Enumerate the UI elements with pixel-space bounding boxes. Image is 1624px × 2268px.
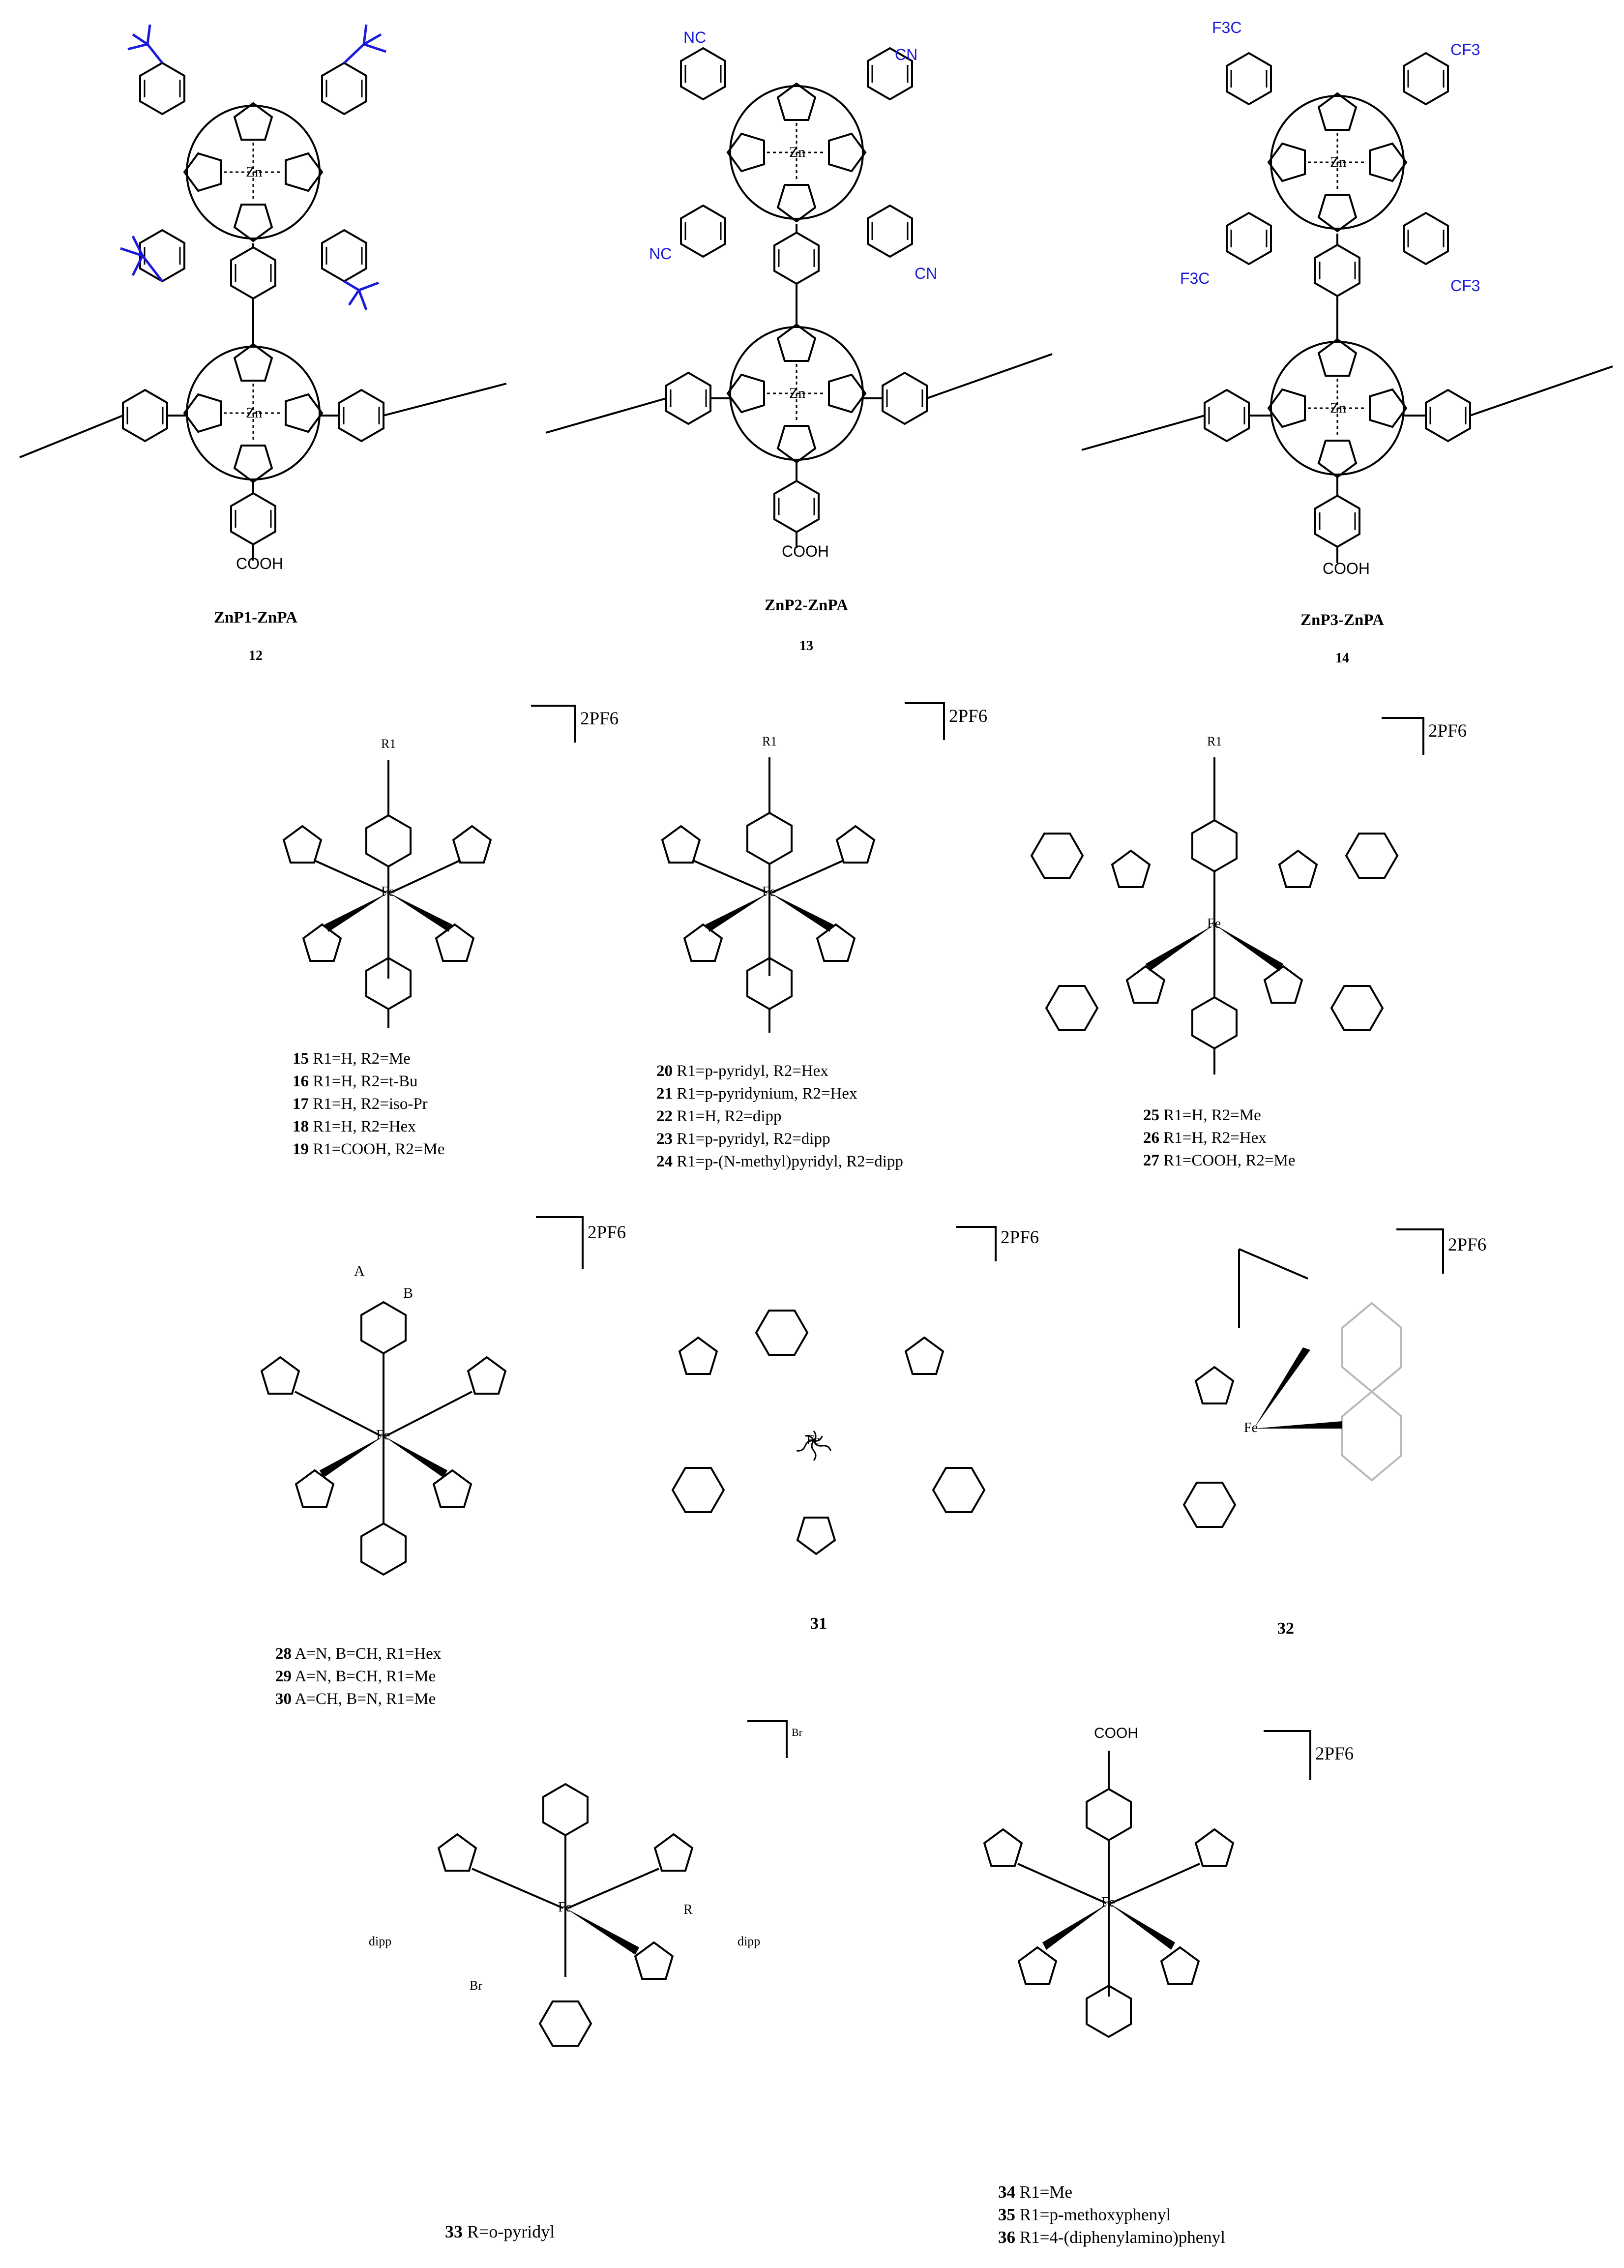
legend-row: 24 R1=p-(N-methyl)pyridyl, R2=dipp <box>656 1153 903 1170</box>
legend-34-36: 34 R1=Me 35 R1=p-methoxyphenyl 36 R1=4-(… <box>998 2181 1225 2249</box>
legend-row: 29 A=N, B=CH, R1=Me <box>275 1668 436 1685</box>
fe-label-33: Fe <box>558 1900 572 1915</box>
porphyrin-dyad-12 <box>19 24 507 561</box>
counterion-28: 2PF6 <box>588 1223 626 1243</box>
cooh-label-34: COOH <box>1094 1725 1138 1741</box>
zn-label-12a: Zn <box>246 164 263 180</box>
zn-label-14b: Zn <box>1330 400 1347 416</box>
legend-row: 33 R=o-pyridyl <box>445 2222 555 2241</box>
legend-row: 30 A=CH, B=N, R1=Me <box>275 1690 436 1708</box>
fe-label-32: Fe <box>1244 1420 1258 1435</box>
b-label-28: B <box>403 1285 413 1301</box>
legend-row: 26 R1=H, R2=Hex <box>1143 1129 1267 1147</box>
compound-name-12: ZnP1-ZnPA <box>214 609 297 627</box>
fe-label-15: Fe <box>381 884 395 899</box>
legend-row: 21 R1=p-pyridynium, R2=Hex <box>656 1085 857 1103</box>
r1-label-25: R1 <box>1207 734 1222 748</box>
cf3-label-14c: F3C <box>1180 269 1210 287</box>
legend-row: 25 R1=H, R2=Me <box>1143 1106 1261 1124</box>
counterion-31: 2PF6 <box>1001 1227 1039 1248</box>
legend-28-30: 28 A=N, B=CH, R1=Hex 29 A=N, B=CH, R1=Me… <box>275 1642 441 1710</box>
compound-number-12: 12 <box>249 648 263 663</box>
compound-number-14: 14 <box>1335 651 1349 666</box>
legend-row: 34 R1=Me <box>998 2182 1072 2202</box>
counterion-20: 2PF6 <box>949 706 988 726</box>
fe-label-25: Fe <box>1207 916 1221 931</box>
zn-label-14a: Zn <box>1330 154 1347 170</box>
a-label-28: A <box>354 1263 365 1279</box>
counterion-33: Br <box>792 1726 802 1738</box>
cf3-label-14d: CF3 <box>1450 277 1480 295</box>
legend-row: 20 R1=p-pyridyl, R2=Hex <box>656 1062 828 1080</box>
cn-label-13a: NC <box>683 29 707 46</box>
iron-complex-25-27 <box>1031 757 1398 1074</box>
iron-complex-20-24 <box>661 757 875 1033</box>
counterion-15: 2PF6 <box>580 709 619 729</box>
zn-label-13b: Zn <box>789 385 806 401</box>
cn-label-13c: NC <box>649 245 672 263</box>
zn-label-12b: Zn <box>246 405 263 421</box>
legend-row: 22 R1=H, R2=dipp <box>656 1107 782 1125</box>
cooh-label-13: COOH <box>782 542 829 560</box>
legend-row: 28 A=N, B=CH, R1=Hex <box>275 1645 442 1663</box>
legend-row: 35 R1=p-methoxyphenyl <box>998 2205 1171 2224</box>
br-label-33: Br <box>470 1978 482 1993</box>
iron-complex-33 <box>438 1783 693 2047</box>
porphyrin-dyad-13 <box>545 47 1053 548</box>
legend-row: 18 R1=H, R2=Hex <box>293 1118 416 1135</box>
legend-row: 15 R1=H, R2=Me <box>293 1050 411 1068</box>
iron-complex-28-30 <box>261 1301 506 1576</box>
fe-label-20: Fe <box>762 884 776 899</box>
counterion-34: 2PF6 <box>1315 1744 1354 1764</box>
iron-complex-31 <box>672 1310 985 1555</box>
fe-label-31: Fe <box>806 1432 820 1448</box>
dipp-label-33a: dipp <box>369 1934 392 1948</box>
cooh-label-12: COOH <box>236 555 283 572</box>
legend-row: 23 R1=p-pyridyl, R2=dipp <box>656 1130 830 1148</box>
compound-number-13: 13 <box>799 638 813 654</box>
counterion-25: 2PF6 <box>1428 721 1467 741</box>
cf3-label-14a: F3C <box>1212 19 1242 36</box>
legend-row: 17 R1=H, R2=iso-Pr <box>293 1095 428 1113</box>
compound-name-14: ZnP3-ZnPA <box>1300 611 1384 629</box>
porphyrin-dyad-14 <box>1081 52 1613 563</box>
compound-name-13: ZnP2-ZnPA <box>765 597 848 614</box>
legend-20-24: 20 R1=p-pyridyl, R2=Hex 21 R1=p-pyridyni… <box>656 1060 903 1173</box>
r1-label-20: R1 <box>762 734 777 748</box>
legend-33: 33 R=o-pyridyl <box>445 2220 555 2243</box>
legend-row: 36 R1=4-(diphenylamino)phenyl <box>998 2228 1226 2247</box>
legend-row: 27 R1=COOH, R2=Me <box>1143 1152 1296 1169</box>
iron-complex-15-19 <box>283 760 492 1028</box>
cf3-label-14b: CF3 <box>1450 41 1480 59</box>
zn-label-13a: Zn <box>789 144 806 160</box>
cooh-label-14: COOH <box>1323 560 1370 577</box>
cn-label-13d: CN <box>915 265 938 282</box>
legend-row: 16 R1=H, R2=t-Bu <box>293 1073 418 1090</box>
legend-25-27: 25 R1=H, R2=Me 26 R1=H, R2=Hex 27 R1=COO… <box>1143 1104 1296 1172</box>
r-label-33: R <box>683 1902 693 1917</box>
legend-15-19: 15 R1=H, R2=Me 16 R1=H, R2=t-Bu 17 R1=H,… <box>293 1047 445 1161</box>
dipp-label-33b: dipp <box>738 1934 761 1948</box>
legend-row: 19 R1=COOH, R2=Me <box>293 1140 445 1158</box>
fe-label-34: Fe <box>1101 1895 1115 1910</box>
compound-number-31: 31 <box>810 1614 827 1633</box>
iron-complex-34-36 <box>983 1751 1234 2038</box>
r1-label-15: R1 <box>381 737 396 751</box>
fe-label-28: Fe <box>376 1428 390 1443</box>
compound-number-32: 32 <box>1277 1619 1294 1638</box>
cn-label-13b: CN <box>895 46 918 63</box>
iron-complex-32 <box>1183 1248 1402 1528</box>
counterion-32: 2PF6 <box>1448 1235 1487 1255</box>
